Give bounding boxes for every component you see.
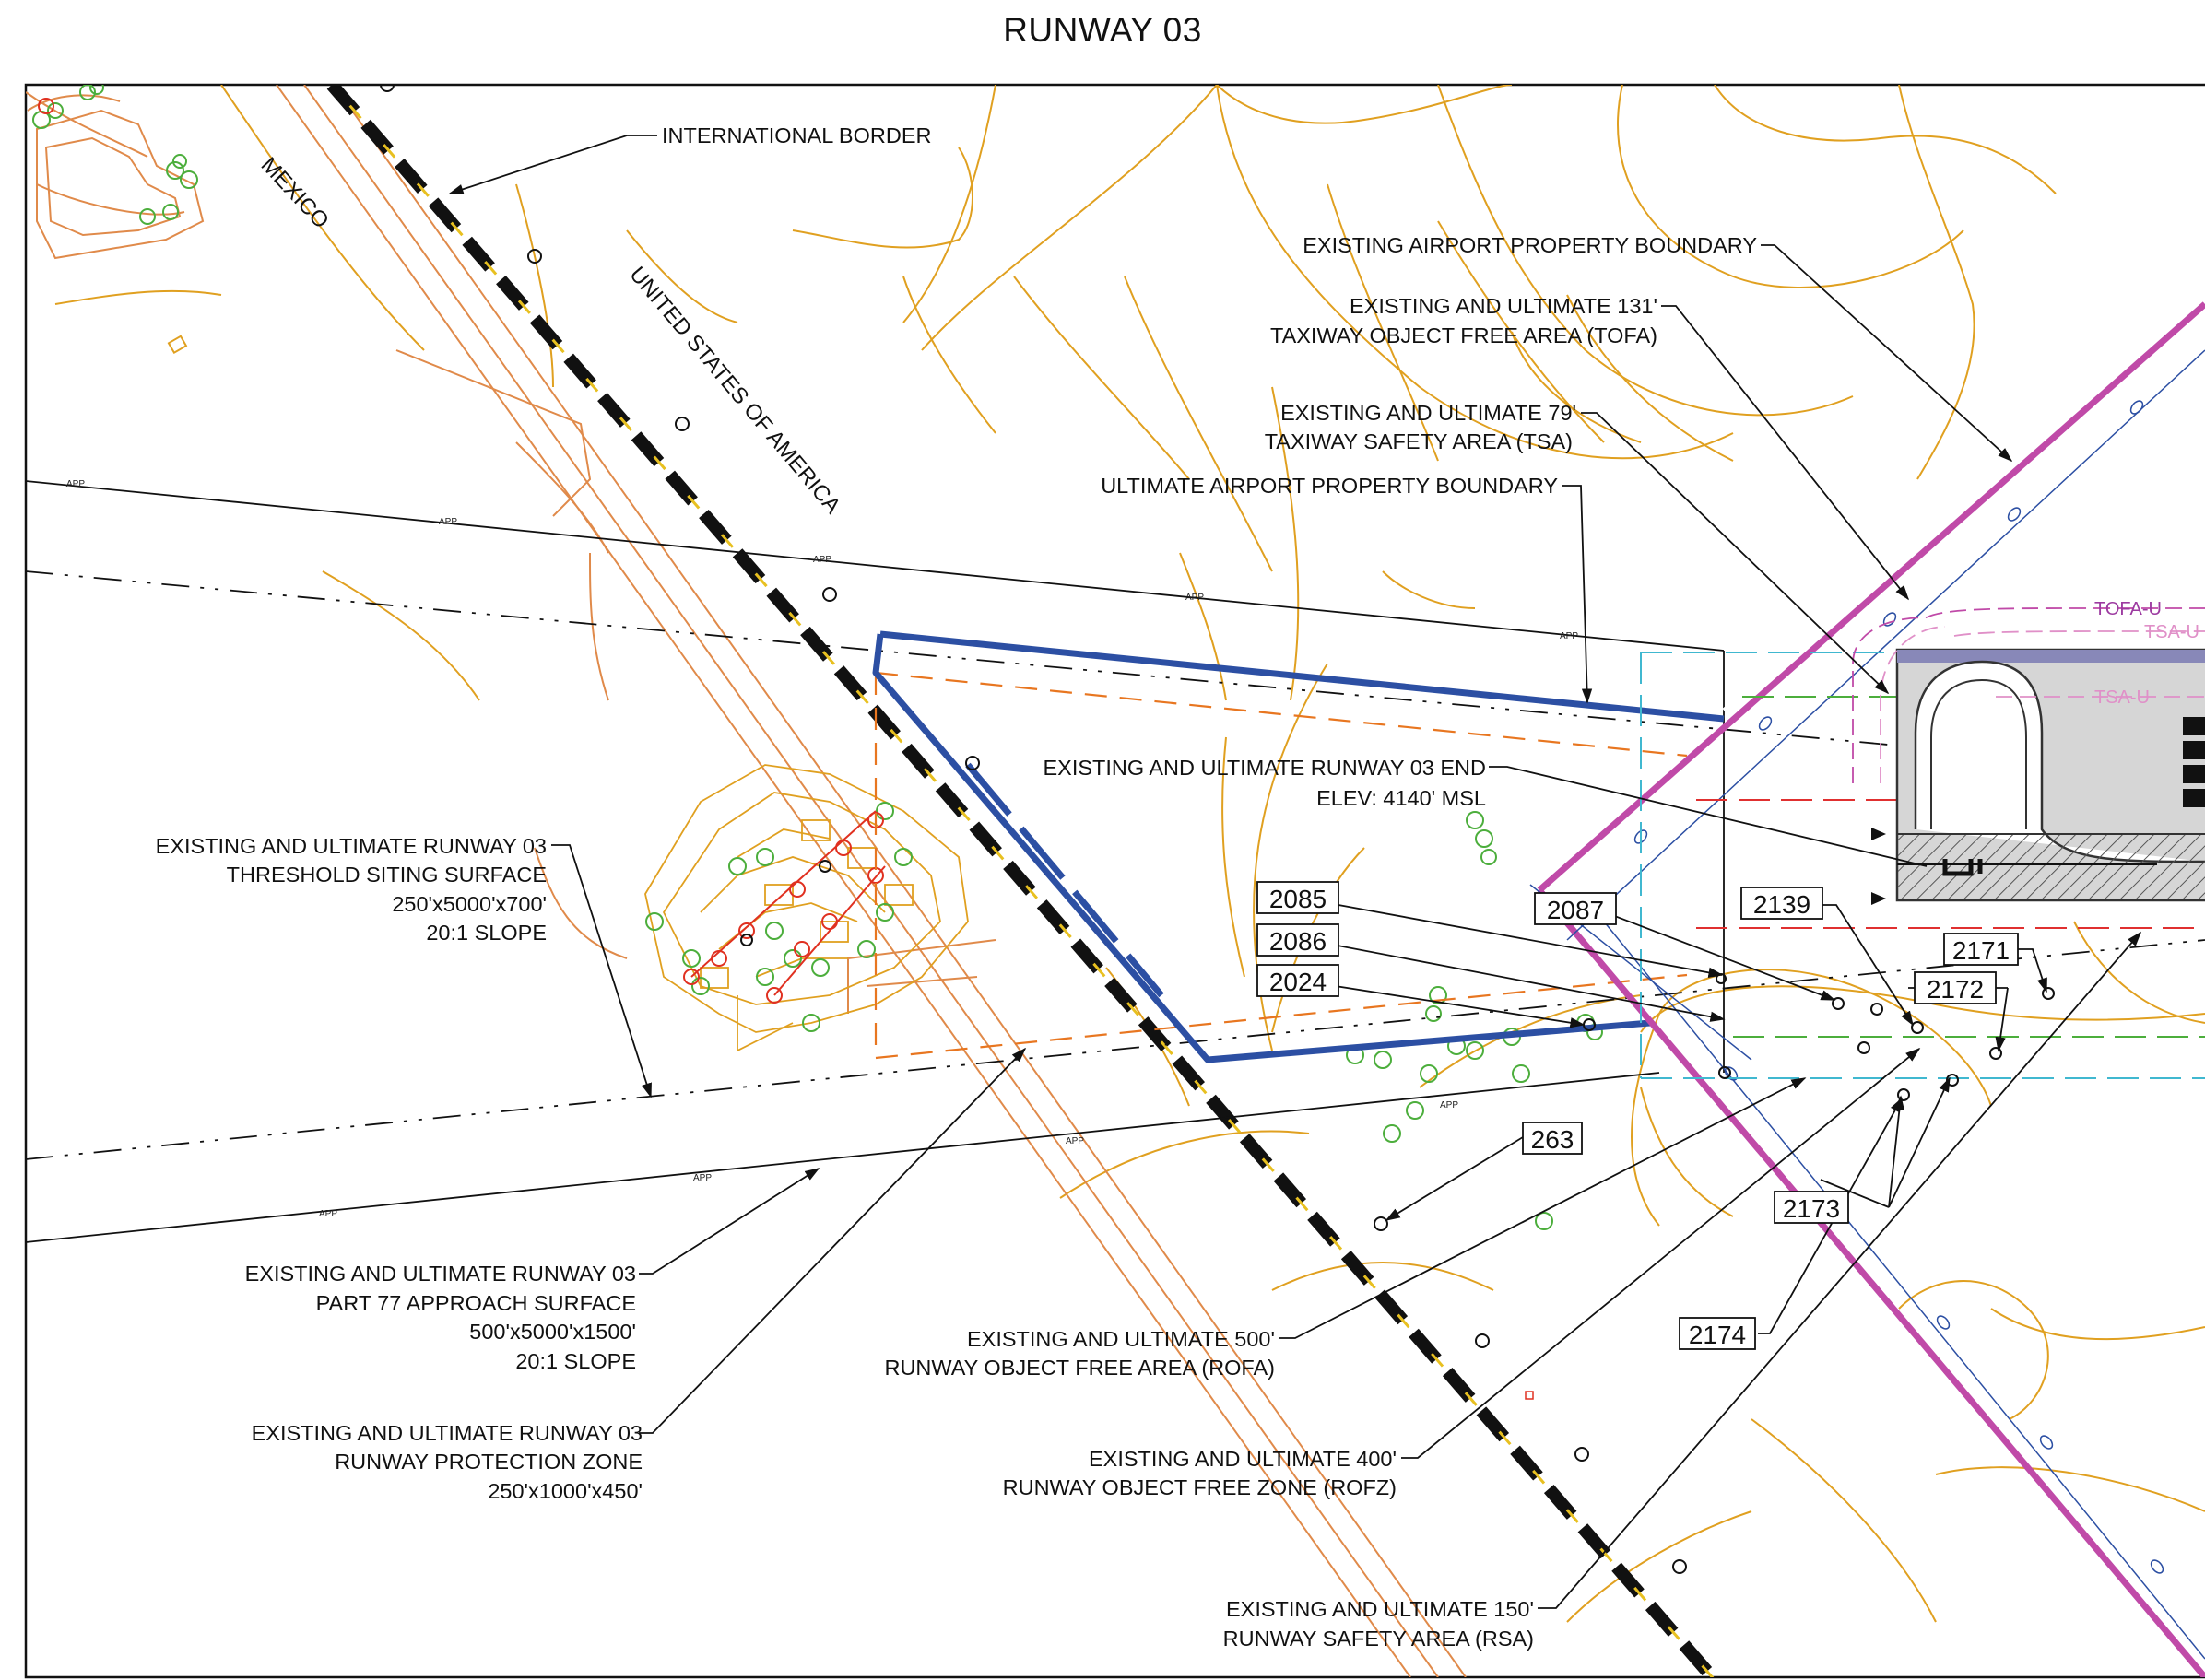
tsa-label-1: EXISTING AND ULTIMATE 79' xyxy=(1280,401,1576,425)
map-frame xyxy=(24,83,2205,1679)
rpz-label-2: RUNWAY PROTECTION ZONE xyxy=(335,1450,643,1474)
international-border-label: INTERNATIONAL BORDER xyxy=(662,123,931,147)
obstruction-number-boxes: 2085 2086 2024 2087 2139 2171 2172 263 2… xyxy=(1256,881,2019,1350)
runway-end-label-1: EXISTING AND ULTIMATE RUNWAY 03 END xyxy=(1043,756,1486,780)
approach-label-2: PART 77 APPROACH SURFACE xyxy=(316,1291,636,1315)
tss-label-2: THRESHOLD SITING SURFACE xyxy=(227,863,547,887)
rofa-label-1: EXISTING AND ULTIMATE 500' xyxy=(967,1327,1275,1351)
obstruction-2171: 2171 xyxy=(1952,936,2010,965)
taxiway-centerline xyxy=(1529,349,2205,1660)
svg-text:APP: APP xyxy=(813,555,831,565)
mexico-label: MEXICO xyxy=(256,153,334,234)
rsa-label-1: EXISTING AND ULTIMATE 150' xyxy=(1226,1597,1534,1621)
residential-markers xyxy=(38,98,1534,1400)
leader-lines xyxy=(448,135,2142,1609)
tofa-label-1: EXISTING AND ULTIMATE 131' xyxy=(1350,294,1657,318)
tsa-u-label-mid: TSA-U xyxy=(2094,687,2150,708)
svg-text:APP: APP xyxy=(1066,1136,1084,1146)
runway-protection-zone xyxy=(874,671,1688,1060)
utility-pole-symbols xyxy=(380,85,1687,1574)
ultimate-property-boundary xyxy=(872,630,1725,1063)
structures-top-left xyxy=(27,94,205,355)
rpz-label-1: EXISTING AND ULTIMATE RUNWAY 03 xyxy=(252,1421,643,1445)
obstruction-2086: 2086 xyxy=(1269,927,1327,956)
app-tags: APP APP APP APP APP APP APP APP APP xyxy=(66,479,1578,1219)
taxiway-pavement xyxy=(1871,648,2205,905)
svg-text:APP: APP xyxy=(693,1173,712,1183)
obstruction-263: 263 xyxy=(1531,1125,1574,1154)
obstruction-2085: 2085 xyxy=(1269,885,1327,913)
obstruction-2087: 2087 xyxy=(1547,896,1604,924)
residential-cluster xyxy=(644,764,969,1052)
tofa-label-2: TAXIWAY OBJECT FREE AREA (TOFA) xyxy=(1270,323,1657,347)
rofz-label-1: EXISTING AND ULTIMATE 400' xyxy=(1089,1447,1397,1471)
rofz-label-2: RUNWAY OBJECT FREE ZONE (ROFZ) xyxy=(1003,1475,1397,1499)
tss-label-3: 250'x5000'x700' xyxy=(392,892,547,916)
obstruction-2173: 2173 xyxy=(1783,1194,1840,1223)
vegetation xyxy=(32,85,1603,1230)
obstruction-2174: 2174 xyxy=(1689,1321,1746,1349)
tsa-label-2: TAXIWAY SAFETY AREA (TSA) xyxy=(1265,429,1573,453)
approach-label-4: 20:1 SLOPE xyxy=(515,1349,636,1373)
svg-text:APP: APP xyxy=(439,517,457,527)
svg-text:APP: APP xyxy=(66,479,85,489)
tss-label-4: 20:1 SLOPE xyxy=(426,921,547,945)
approach-label-3: 500'x5000'x1500' xyxy=(469,1320,636,1344)
page-title: RUNWAY 03 xyxy=(1003,11,1202,49)
approach-label-1: EXISTING AND ULTIMATE RUNWAY 03 xyxy=(245,1262,636,1286)
svg-text:APP: APP xyxy=(1185,593,1204,603)
obstruction-2139: 2139 xyxy=(1753,890,1810,919)
terrain-contours xyxy=(54,85,2205,1623)
usa-label: UNITED STATES OF AMERICA xyxy=(624,263,845,519)
svg-text:APP: APP xyxy=(319,1209,337,1219)
threshold-surface-lines xyxy=(26,570,2205,1160)
tofa-u-label: TOFA-U xyxy=(2094,599,2162,619)
taxiway-zone-lines xyxy=(1852,607,2205,783)
obstruction-2172: 2172 xyxy=(1927,975,1984,1004)
rpz-label-3: 250'x1000'x450' xyxy=(488,1479,643,1503)
ultimate-property-label: ULTIMATE AIRPORT PROPERTY BOUNDARY xyxy=(1101,474,1558,498)
callout-labels: INTERNATIONAL BORDER EXISTING AIRPORT PR… xyxy=(156,123,1758,1651)
tss-label-1: EXISTING AND ULTIMATE RUNWAY 03 xyxy=(156,834,547,858)
rsa-label-2: RUNWAY SAFETY AREA (RSA) xyxy=(1223,1627,1534,1651)
approach-surface-lines xyxy=(26,480,1725,1243)
tsa-u-label-top: TSA-U xyxy=(2144,622,2199,642)
rofa-label-2: RUNWAY OBJECT FREE AREA (ROFA) xyxy=(884,1356,1275,1380)
obstruction-2024: 2024 xyxy=(1269,968,1327,996)
runway-end-label-2: ELEV: 4140' MSL xyxy=(1316,786,1486,810)
existing-property-boundary xyxy=(1537,301,2205,893)
existing-property-label: EXISTING AIRPORT PROPERTY BOUNDARY xyxy=(1303,233,1757,257)
svg-text:APP: APP xyxy=(1560,631,1578,641)
svg-text:APP: APP xyxy=(1440,1100,1458,1110)
international-border xyxy=(326,85,1720,1677)
